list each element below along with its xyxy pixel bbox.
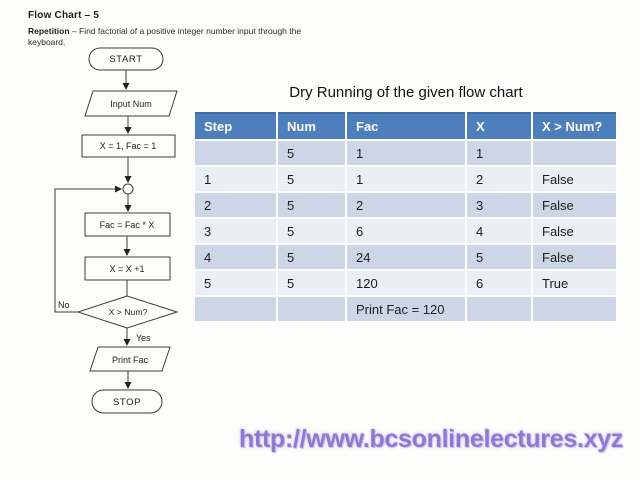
table-row: 4 5 24 5 False: [195, 245, 616, 269]
cell-num: 5: [278, 193, 345, 217]
table-row: 3 5 6 4 False: [195, 219, 616, 243]
cell-condition: False: [533, 219, 616, 243]
cell-fac: 24: [347, 245, 465, 269]
column-header-step: Step: [195, 112, 276, 139]
cell-condition: True: [533, 271, 616, 295]
arrowhead-icon: [124, 176, 132, 183]
cell-num: [278, 297, 345, 321]
cell-step: 5: [195, 271, 276, 295]
init-label: X = 1, Fac = 1: [100, 141, 157, 151]
cell-fac: 6: [347, 219, 465, 243]
cell-step: 4: [195, 245, 276, 269]
increment-label: X = X +1: [109, 264, 144, 274]
cell-step: 2: [195, 193, 276, 217]
cell-num: 5: [278, 167, 345, 191]
cell-num: 5: [278, 141, 345, 165]
input-label: Input Num: [110, 99, 152, 109]
cell-x: 6: [467, 271, 531, 295]
cell-x: 3: [467, 193, 531, 217]
dry-run-table: Step Num Fac X X > Num? 5 1 1 1 5 1 2 Fa…: [193, 110, 618, 323]
cell-condition: [533, 297, 616, 321]
cell-x: 5: [467, 245, 531, 269]
column-header-x: X: [467, 112, 531, 139]
subtitle-rest: – Find factorial of a positive integer n…: [28, 26, 302, 47]
column-header-condition: X > Num?: [533, 112, 616, 139]
cell-x: 2: [467, 167, 531, 191]
arrowhead-icon: [123, 339, 131, 346]
cell-condition: False: [533, 193, 616, 217]
table-row: 5 1 1: [195, 141, 616, 165]
no-label: No: [58, 300, 70, 310]
arrowhead-icon: [124, 205, 132, 212]
cell-num: 5: [278, 245, 345, 269]
arrowhead-icon: [124, 382, 132, 389]
input-node: [84, 90, 178, 117]
page-title: Flow Chart – 5: [28, 10, 100, 21]
cell-fac: 120: [347, 271, 465, 295]
cell-fac: 2: [347, 193, 465, 217]
print-node: [89, 346, 171, 372]
cell-step: [195, 297, 276, 321]
yes-label: Yes: [136, 333, 151, 343]
table-row: 1 5 1 2 False: [195, 167, 616, 191]
arrowhead-icon: [123, 249, 131, 256]
cell-x: 1: [467, 141, 531, 165]
arrowhead-icon: [122, 83, 130, 90]
table-row: Print Fac = 120: [195, 297, 616, 321]
table-row: 2 5 2 3 False: [195, 193, 616, 217]
stop-node: [91, 389, 163, 414]
start-label: START: [109, 54, 142, 65]
cell-condition: False: [533, 245, 616, 269]
stop-label: STOP: [113, 397, 141, 408]
cell-step: 3: [195, 219, 276, 243]
cell-fac: 1: [347, 141, 465, 165]
cell-step: [195, 141, 276, 165]
site-url: http://www.bcsonlinelectures.xyz: [239, 425, 623, 453]
cell-x: 4: [467, 219, 531, 243]
multiply-label: Fac = Fac * X: [100, 220, 155, 230]
cell-fac: 1: [347, 167, 465, 191]
cell-x: [467, 297, 531, 321]
subtitle-lead: Repetition: [28, 26, 70, 36]
cell-fac: Print Fac = 120: [347, 297, 465, 321]
no-loop-line: [54, 188, 116, 313]
decision-label: X > Num?: [109, 307, 148, 317]
column-header-num: Num: [278, 112, 345, 139]
table-title: Dry Running of the given flow chart: [289, 84, 523, 101]
page-subtitle: Repetition – Find factorial of a positiv…: [28, 26, 316, 48]
flowchart-diagram: START Input Num X = 1, Fac = 1 Fac = Fac…: [54, 47, 179, 414]
cell-num: 5: [278, 219, 345, 243]
cell-condition: [533, 141, 616, 165]
cell-num: 5: [278, 271, 345, 295]
print-label: Print Fac: [112, 355, 149, 365]
arrowhead-icon: [115, 185, 122, 193]
arrowhead-icon: [124, 127, 132, 134]
column-header-fac: Fac: [347, 112, 465, 139]
cell-step: 1: [195, 167, 276, 191]
table-header-row: Step Num Fac X X > Num?: [195, 112, 616, 139]
loop-connector: [122, 183, 134, 195]
table-row: 5 5 120 6 True: [195, 271, 616, 295]
cell-condition: False: [533, 167, 616, 191]
